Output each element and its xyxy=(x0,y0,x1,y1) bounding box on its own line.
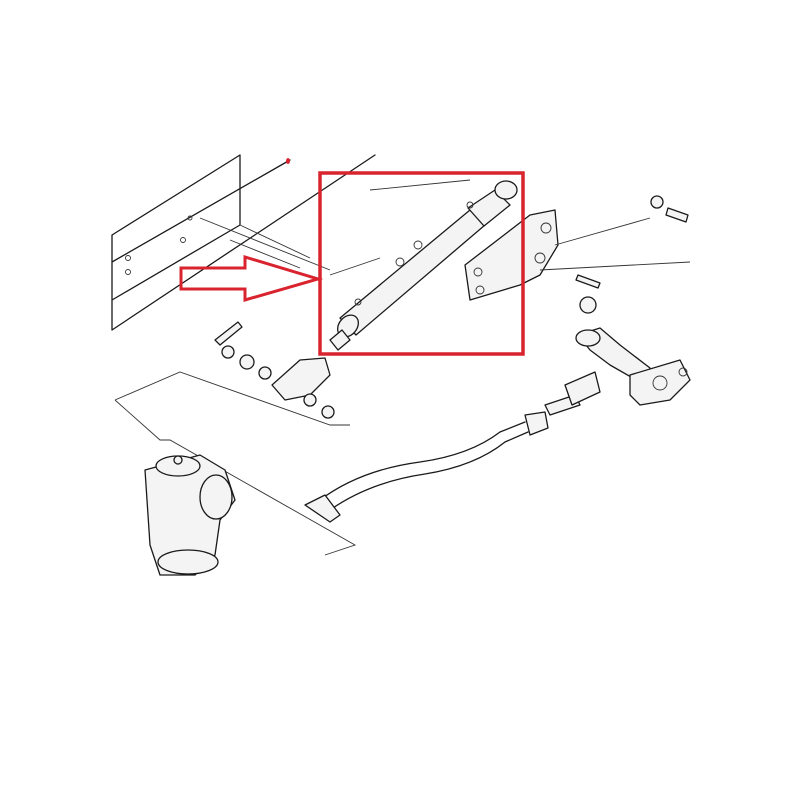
pitman-arm xyxy=(114,321,357,556)
fasteners-right xyxy=(575,195,689,386)
pointer-arrow-icon xyxy=(179,254,324,302)
highlight-box xyxy=(318,171,525,356)
drag-link xyxy=(304,371,601,523)
steering-cylinder xyxy=(329,180,518,351)
cylinder-bracket xyxy=(464,209,691,301)
marker-dot xyxy=(286,158,290,164)
idler-arm-bracket xyxy=(629,359,691,406)
chassis-frame xyxy=(111,154,471,331)
steering-gear-box xyxy=(144,454,236,576)
